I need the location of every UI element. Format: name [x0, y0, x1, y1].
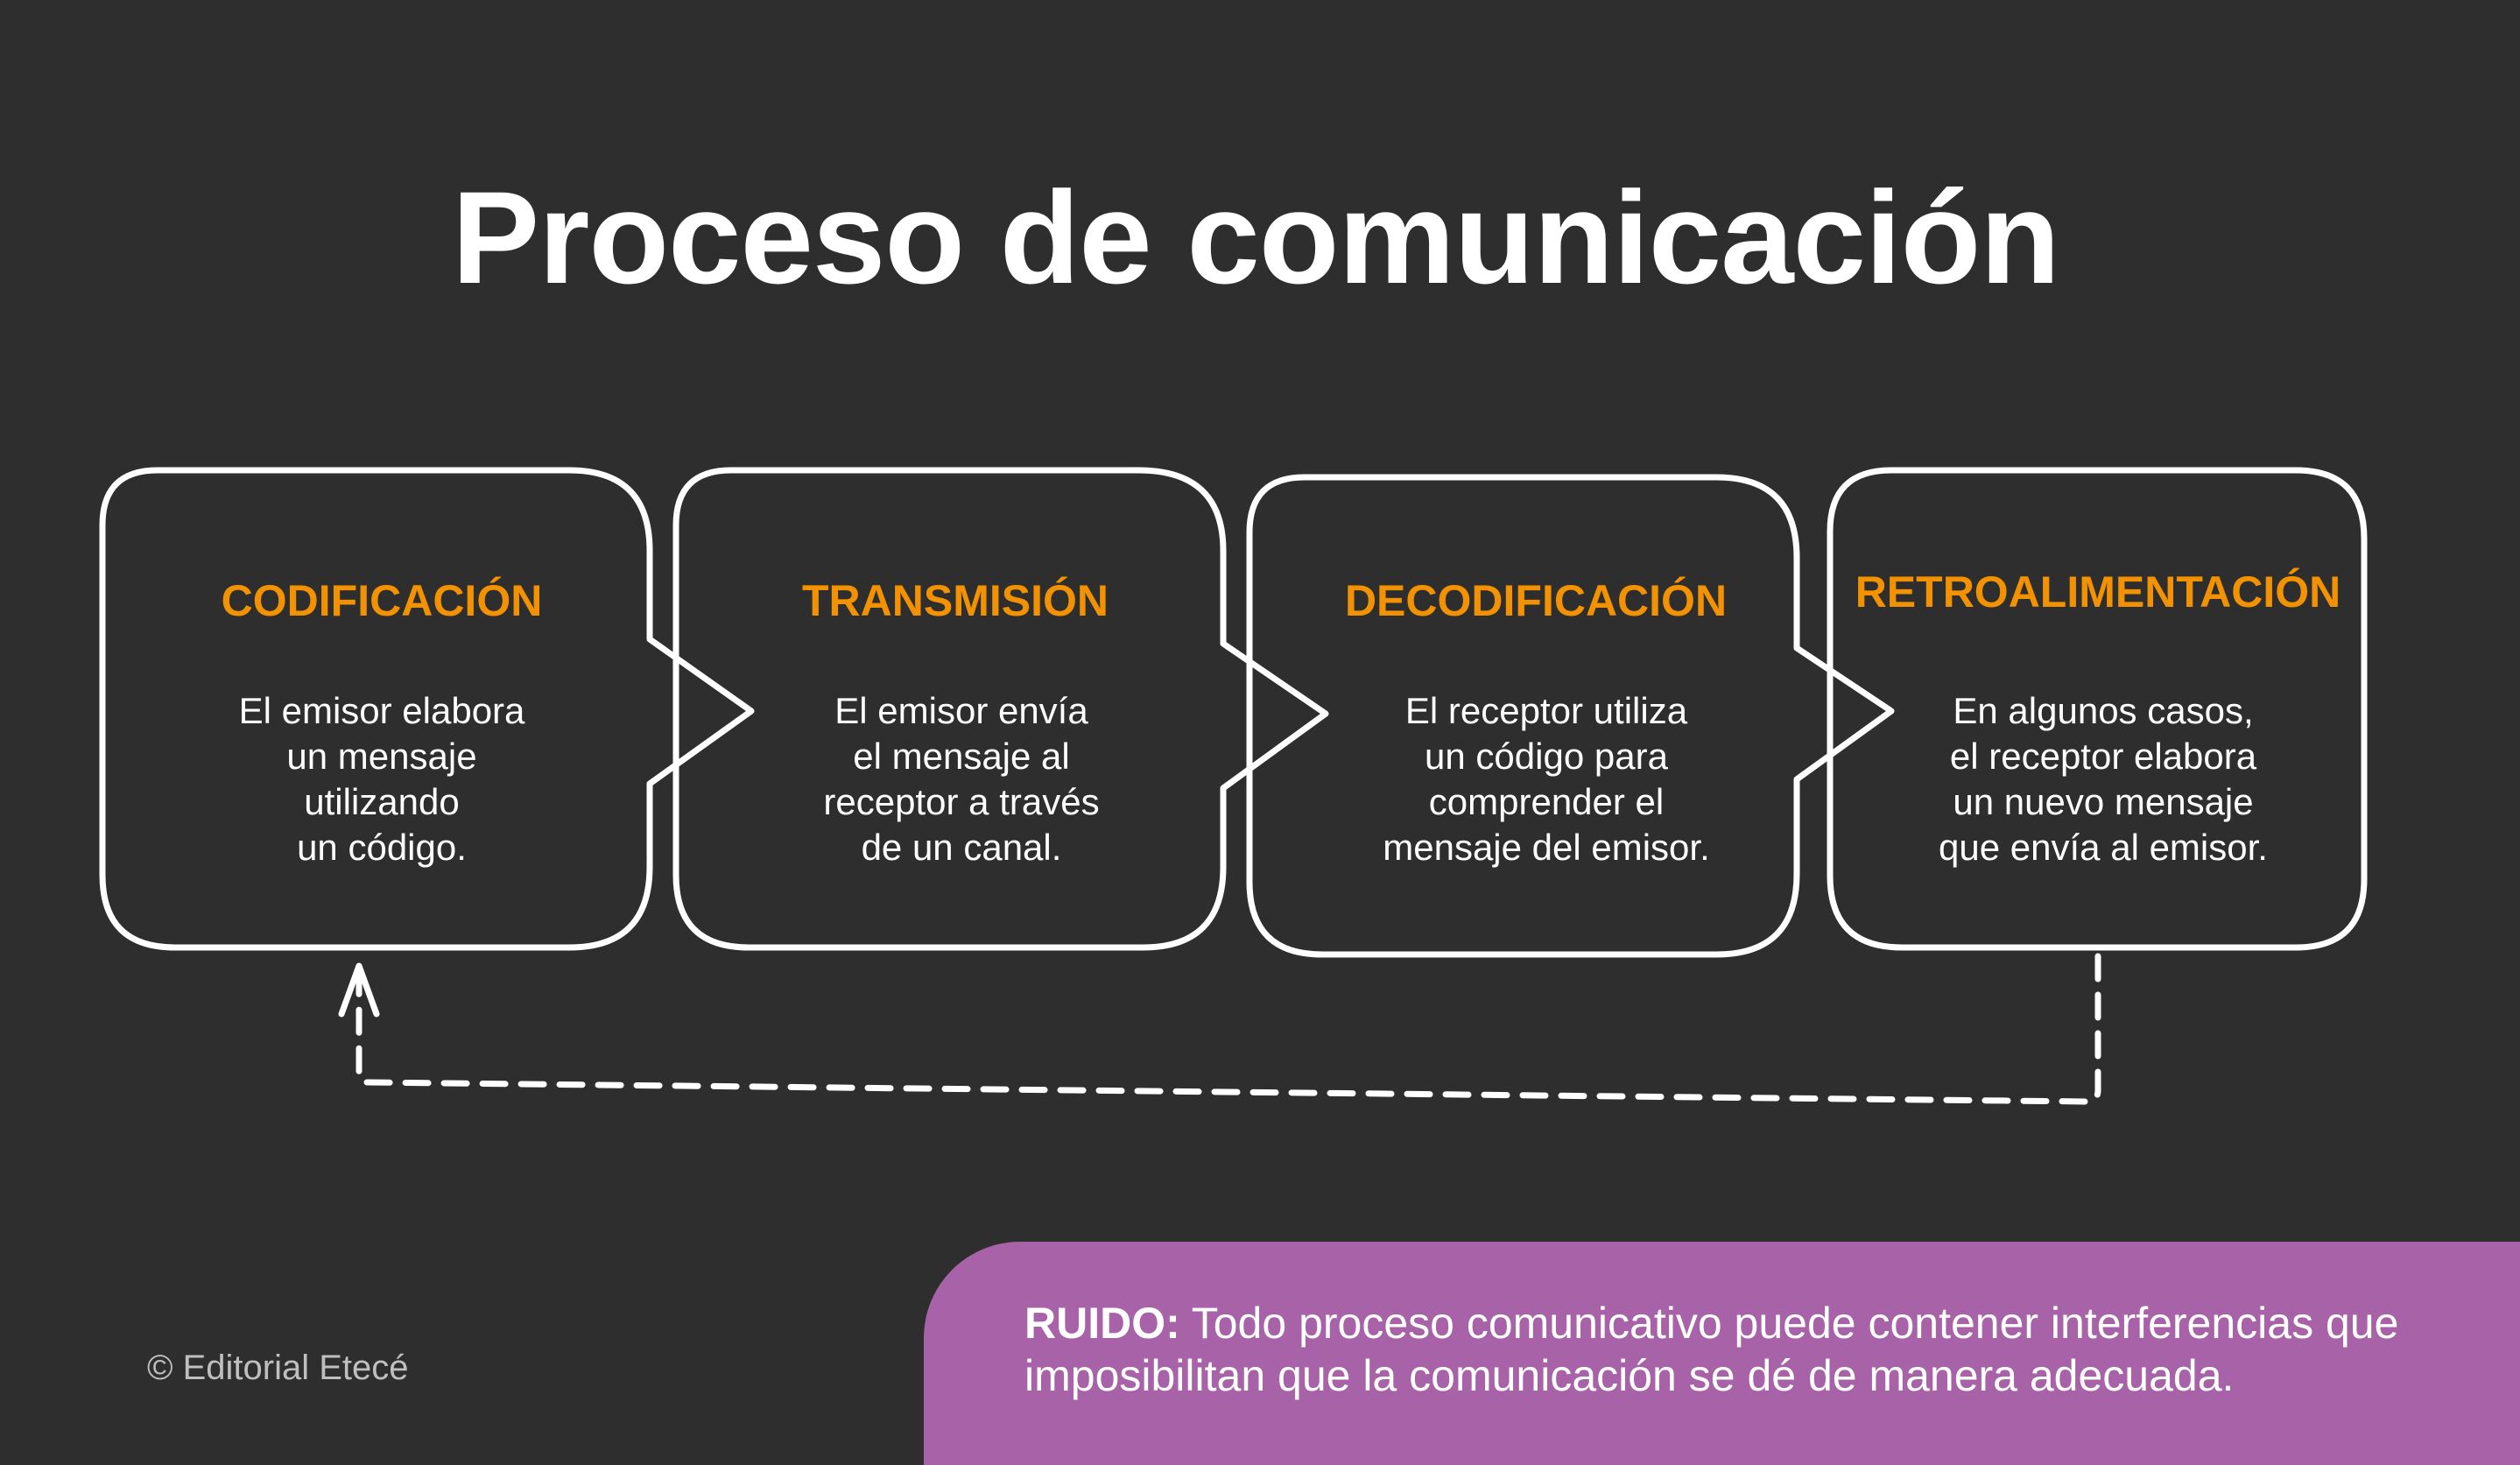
step-heading-retroalimentacion: RETROALIMENTACIÓN	[1855, 567, 2341, 616]
ruido-panel: RUIDO: Todo proceso comunicativo puede c…	[924, 1242, 2520, 1465]
step-heading-decodificacion: DECODIFICACIÓN	[1344, 576, 1728, 625]
page-title: Proceso de comunicación	[452, 164, 2060, 311]
step-heading-transmision: TRANSMISIÓN	[802, 576, 1109, 625]
ruido-note: RUIDO: Todo proceso comunicativo puede c…	[1024, 1297, 2460, 1402]
ruido-label: RUIDO:	[1024, 1299, 1180, 1348]
step-box-codificacion	[99, 467, 755, 951]
feedback-arrow-head-icon	[338, 962, 380, 1018]
step-box-transmision	[672, 467, 1329, 951]
step-text-decodificacion: El receptor utiliza un código para compr…	[1383, 690, 1710, 868]
step-box-retroalimentacion	[1827, 467, 2368, 951]
step-text-retroalimentacion: En algunos casos, el receptor elabora un…	[1939, 690, 2268, 868]
copyright-notice: © Editorial Etecé	[147, 1349, 409, 1387]
feedback-dashed-line	[355, 953, 2101, 1105]
step-box-decodificacion	[1246, 474, 1895, 958]
step-text-transmision: El emisor envía el mensaje al receptor a…	[823, 690, 1100, 868]
step-text-codificacion: El emisor elabora un mensaje utilizando …	[238, 690, 525, 868]
ruido-description: Todo proceso comunicativo puede contener…	[1024, 1299, 2399, 1400]
step-heading-codificacion: CODIFICACIÓN	[221, 576, 543, 625]
